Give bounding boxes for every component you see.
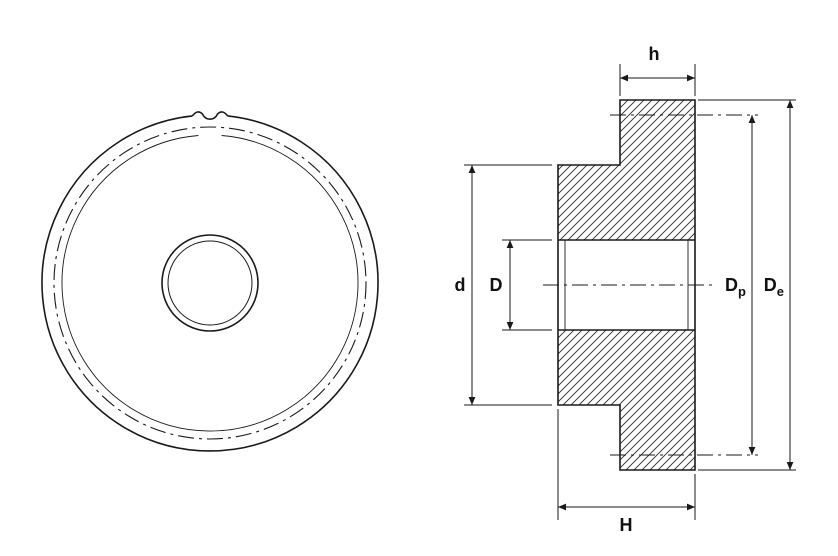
h-label: h bbox=[649, 44, 660, 64]
dimension-d: d bbox=[455, 164, 552, 406]
dimensions: h d D Dp De bbox=[455, 44, 796, 535]
Dp-label-sub: p bbox=[738, 284, 746, 299]
dimension-H: H bbox=[557, 409, 696, 535]
d-label: d bbox=[455, 275, 466, 295]
De-label-main: D bbox=[764, 275, 777, 295]
section-outline bbox=[557, 99, 696, 471]
dimension-h: h bbox=[619, 44, 696, 96]
dimension-D: D bbox=[490, 239, 552, 331]
D-label: D bbox=[490, 275, 503, 295]
outer-tip-circle bbox=[41, 115, 379, 452]
dimension-De: De bbox=[698, 99, 796, 471]
De-label-sub: e bbox=[777, 284, 784, 299]
section-view bbox=[543, 99, 758, 471]
front-view bbox=[41, 111, 379, 452]
hatch-lower bbox=[558, 330, 695, 470]
tooth-notch bbox=[191, 111, 229, 120]
Dp-label-main: D bbox=[725, 275, 738, 295]
pitch-circle bbox=[53, 126, 367, 440]
bore-outer-circle bbox=[161, 234, 259, 332]
hatch-upper bbox=[558, 100, 695, 240]
Dp-label: Dp bbox=[725, 275, 746, 299]
root-circle bbox=[61, 135, 359, 432]
H-label: H bbox=[620, 515, 633, 535]
De-label: De bbox=[764, 275, 784, 299]
dimension-Dp: Dp bbox=[725, 115, 756, 455]
bore-inner-circle bbox=[167, 240, 253, 326]
